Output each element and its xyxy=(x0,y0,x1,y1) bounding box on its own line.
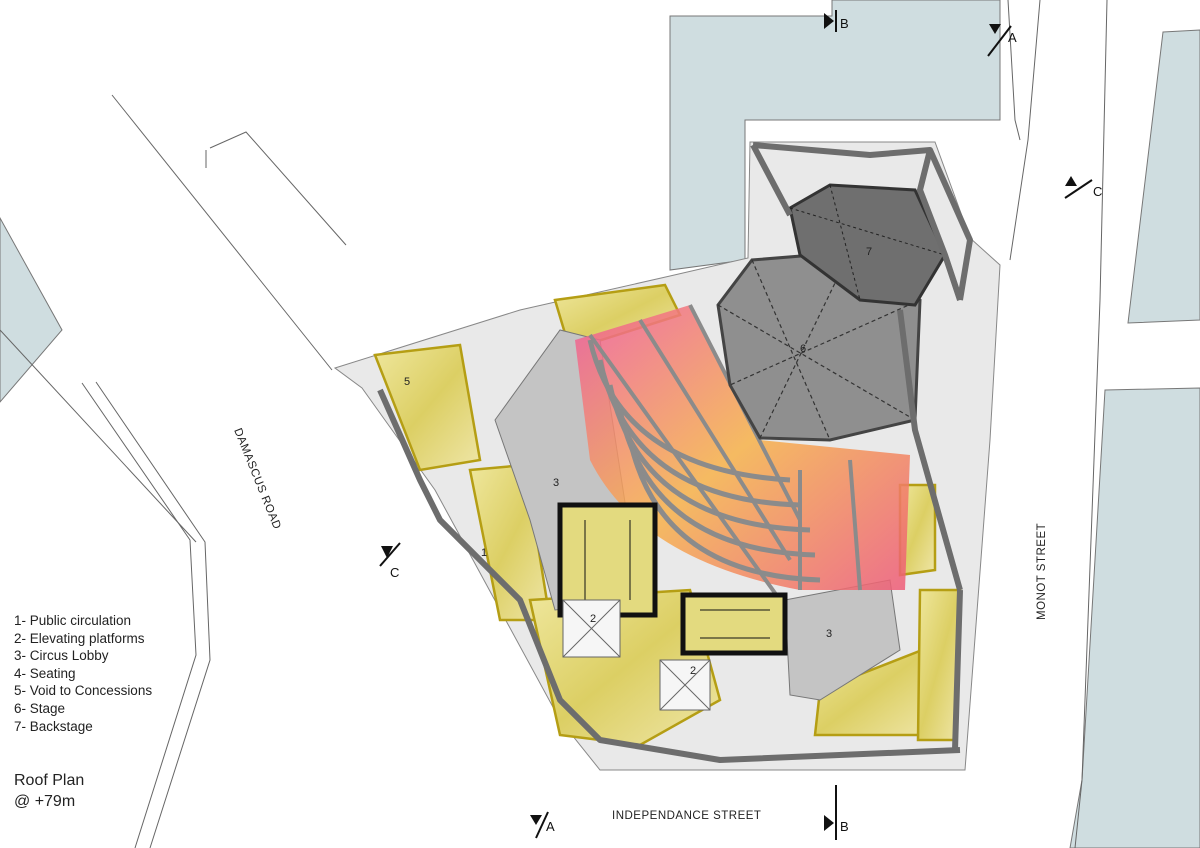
section-markers xyxy=(379,10,1093,840)
elevating-platforms xyxy=(562,599,711,711)
plan-title-line1: Roof Plan xyxy=(14,772,85,789)
zone-label-5: 5 xyxy=(404,376,410,388)
zone-label-1: 1 xyxy=(481,547,487,559)
zone-label-7: 7 xyxy=(866,246,872,258)
legend: 1- Public circulation 2- Elevating platf… xyxy=(14,612,152,735)
zone-label-6: 6 xyxy=(800,343,806,355)
steel-frame xyxy=(377,142,973,763)
zone-label-2a: 2 xyxy=(590,613,596,625)
legend-item: 3- Circus Lobby xyxy=(14,648,109,664)
plan-title: Roof Plan @ +79m xyxy=(14,770,84,812)
legend-item: 5- Void to Concessions xyxy=(14,683,153,699)
street-lines xyxy=(0,0,1108,848)
section-label-c-right: C xyxy=(1093,184,1102,199)
section-label-a-bottom: A xyxy=(546,819,555,834)
stage-structure xyxy=(717,251,921,441)
legend-item: 6- Stage xyxy=(14,700,66,716)
backstage-dome xyxy=(788,183,947,307)
seating xyxy=(575,304,910,602)
backstage-structure xyxy=(789,184,946,301)
section-label-c-left: C xyxy=(390,565,399,580)
section-label-a-top: A xyxy=(1008,30,1017,45)
legend-item: 7- Backstage xyxy=(14,718,93,734)
street-label-monot-street: MONOT STREET xyxy=(1036,523,1048,620)
zone-label-2b: 2 xyxy=(690,665,696,677)
street-label-independance-street: INDEPENDANCE STREET xyxy=(612,810,761,822)
stair-cores xyxy=(557,502,788,656)
zone-label-3b: 3 xyxy=(826,628,832,640)
plan-title-line2: @ +79m xyxy=(14,793,76,810)
zone-label-3a: 3 xyxy=(553,477,559,489)
section-label-b-top: B xyxy=(840,16,849,31)
legend-item: 2- Elevating platforms xyxy=(14,630,145,646)
street-label-damascus-road: DAMASCUS ROAD xyxy=(231,427,283,532)
section-label-b-bottom: B xyxy=(840,819,849,834)
legend-item: 1- Public circulation xyxy=(14,613,132,628)
legend-item: 4- Seating xyxy=(14,665,76,681)
